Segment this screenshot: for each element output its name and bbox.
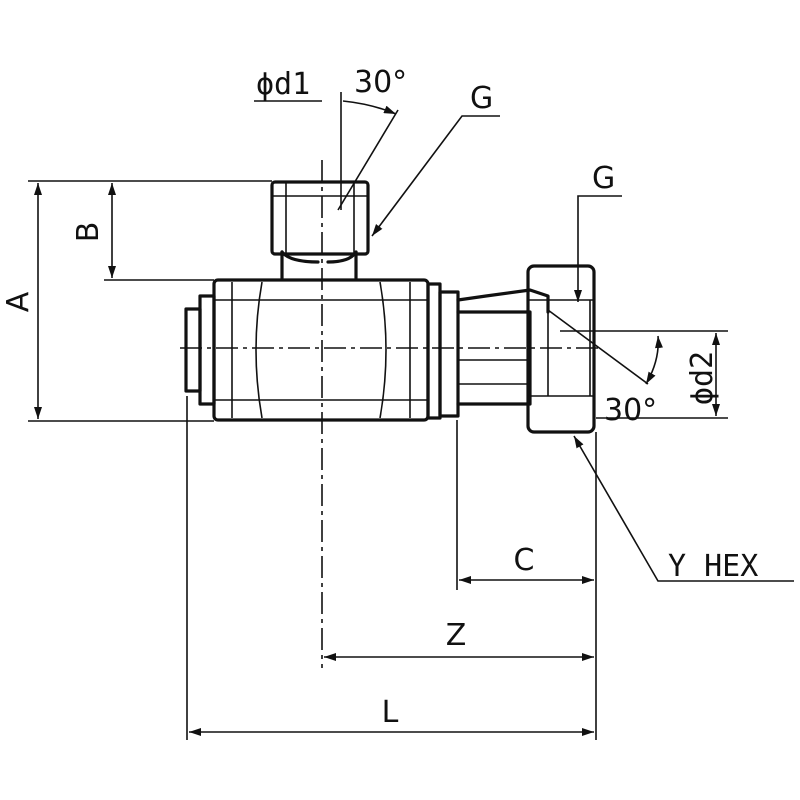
dim-z-label: Z [446,618,467,653]
right-g-leader [574,195,622,302]
top-g-label: G [470,81,493,116]
phi-d2-label: ϕd2 [685,351,720,405]
right-angle-arc [645,335,663,385]
top-angle-arc [342,100,397,115]
dim-l-label: L [382,695,399,730]
body-facet-left [255,281,263,419]
hex-nut [526,264,596,434]
top-g-leader [371,115,500,237]
right-pipe [456,310,532,406]
left-collar [198,294,216,406]
top-angle-line [337,109,399,211]
dim-a-label: A [1,291,36,312]
dim-b-label: B [71,222,106,243]
top-annotations: ϕd1 30° G [254,65,500,237]
right-annotations: G ϕd2 30° Y HEX [547,161,794,584]
stem-thread [270,180,370,256]
phi-d1-label: ϕd1 [256,67,310,102]
right-angle-label: 30° [604,393,657,428]
bottom-dimensions: C Z L [186,396,597,740]
right-g-label: G [592,161,615,196]
stem-neck [280,250,358,280]
top-stem [270,180,370,280]
dim-c-label: C [514,543,535,578]
dimension-a: A [1,180,272,422]
flare-cone [456,288,550,314]
right-fitting [426,264,596,434]
right-collar-1 [426,282,442,420]
y-hex-label: Y HEX [668,549,758,584]
top-angle-label: 30° [354,65,407,100]
right-collar-2 [438,290,460,418]
right-angle-line [547,309,649,385]
valve-body [184,278,430,422]
main-body [212,278,430,422]
body-facet-right [379,281,387,419]
left-nipple [184,307,202,393]
dimension-b: B [71,183,214,281]
y-hex-leader [573,435,794,582]
